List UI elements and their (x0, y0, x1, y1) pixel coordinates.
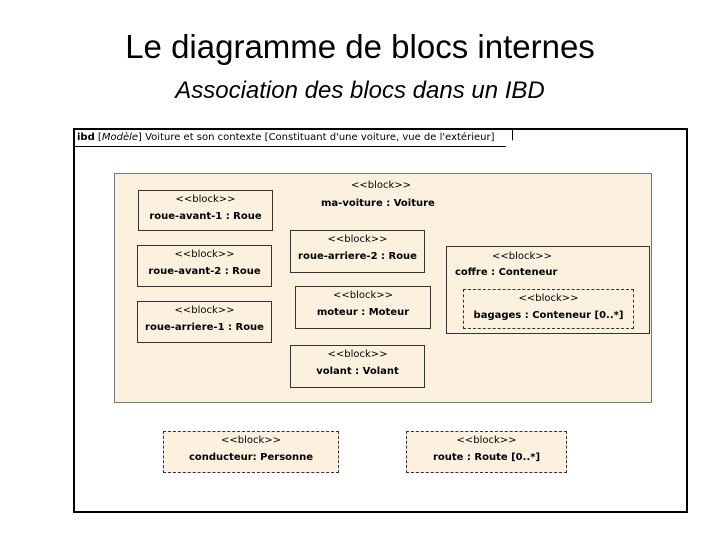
part-volant[interactable]: <<block>> volant : Volant (290, 345, 425, 388)
stereotype-label: <<block>> (351, 180, 412, 191)
frame-header: ibd [Modèle] Voiture et son contexte [Co… (75, 130, 513, 147)
part-name: coffre : Conteneur (455, 267, 558, 278)
stereotype-label: <<block>> (327, 349, 388, 360)
part-moteur[interactable]: <<block>> moteur : Moteur (295, 286, 431, 329)
stereotype-label: <<block>> (174, 305, 235, 316)
block-name-ma-voiture: ma-voiture : Voiture (321, 198, 435, 209)
stereotype-label: <<block>> (518, 293, 579, 304)
stereotype-label: <<block>> (220, 435, 282, 446)
frame-kind: Modèle (101, 132, 139, 143)
part-roue-arriere-1[interactable]: <<block>> roue-arriere-1 : Roue (137, 301, 272, 343)
frame-bracket-open: [ (94, 132, 102, 143)
stereotype-label: <<block>> (456, 435, 517, 446)
part-roue-arriere-2[interactable]: <<block>> roue-arriere-2 : Roue (290, 230, 425, 273)
slide-subtitle: Association des blocs dans un IBD (175, 77, 545, 104)
frame-keyword: ibd (77, 132, 95, 143)
block-conducteur[interactable]: <<block>> conducteur: Personne (163, 431, 339, 473)
part-roue-avant-1[interactable]: <<block>> roue-avant-1 : Roue (138, 190, 273, 231)
ibd-frame: ibd [Modèle] Voiture et son contexte [Co… (73, 128, 688, 513)
stereotype-label: <<block>> (174, 249, 235, 260)
stereotype-label: <<block>> (332, 290, 394, 301)
part-name: roue-avant-1 : Roue (149, 211, 262, 222)
block-name-route: route : Route [0..*] (432, 452, 541, 463)
block-ma-voiture[interactable]: <<block>> ma-voiture : Voiture <<block>>… (114, 173, 652, 403)
stereotype-label: <<block>> (175, 194, 236, 205)
part-name: volant : Volant (316, 366, 399, 377)
part-name: roue-avant-2 : Roue (148, 266, 261, 277)
frame-title: ] Voiture et son contexte [Constituant d… (138, 132, 495, 143)
part-name: roue-arriere-2 : Roue (298, 251, 417, 262)
part-coffre[interactable]: <<block>> coffre : Conteneur <<block>> b… (446, 246, 650, 334)
part-name: roue-arriere-1 : Roue (145, 322, 264, 333)
block-name-conducteur: conducteur: Personne (188, 452, 314, 463)
stereotype-label: <<block>> (327, 234, 388, 245)
part-name: moteur : Moteur (316, 307, 410, 318)
slide-title: Le diagramme de blocs internes (125, 28, 595, 65)
part-roue-avant-2[interactable]: <<block>> roue-avant-2 : Roue (137, 245, 272, 287)
block-route[interactable]: <<block>> route : Route [0..*] (406, 431, 567, 473)
part-name: bagages : Conteneur [0..*] (473, 310, 624, 321)
stereotype-label: <<block>> (492, 251, 553, 262)
part-bagages[interactable]: <<block>> bagages : Conteneur [0..*] (463, 289, 634, 329)
